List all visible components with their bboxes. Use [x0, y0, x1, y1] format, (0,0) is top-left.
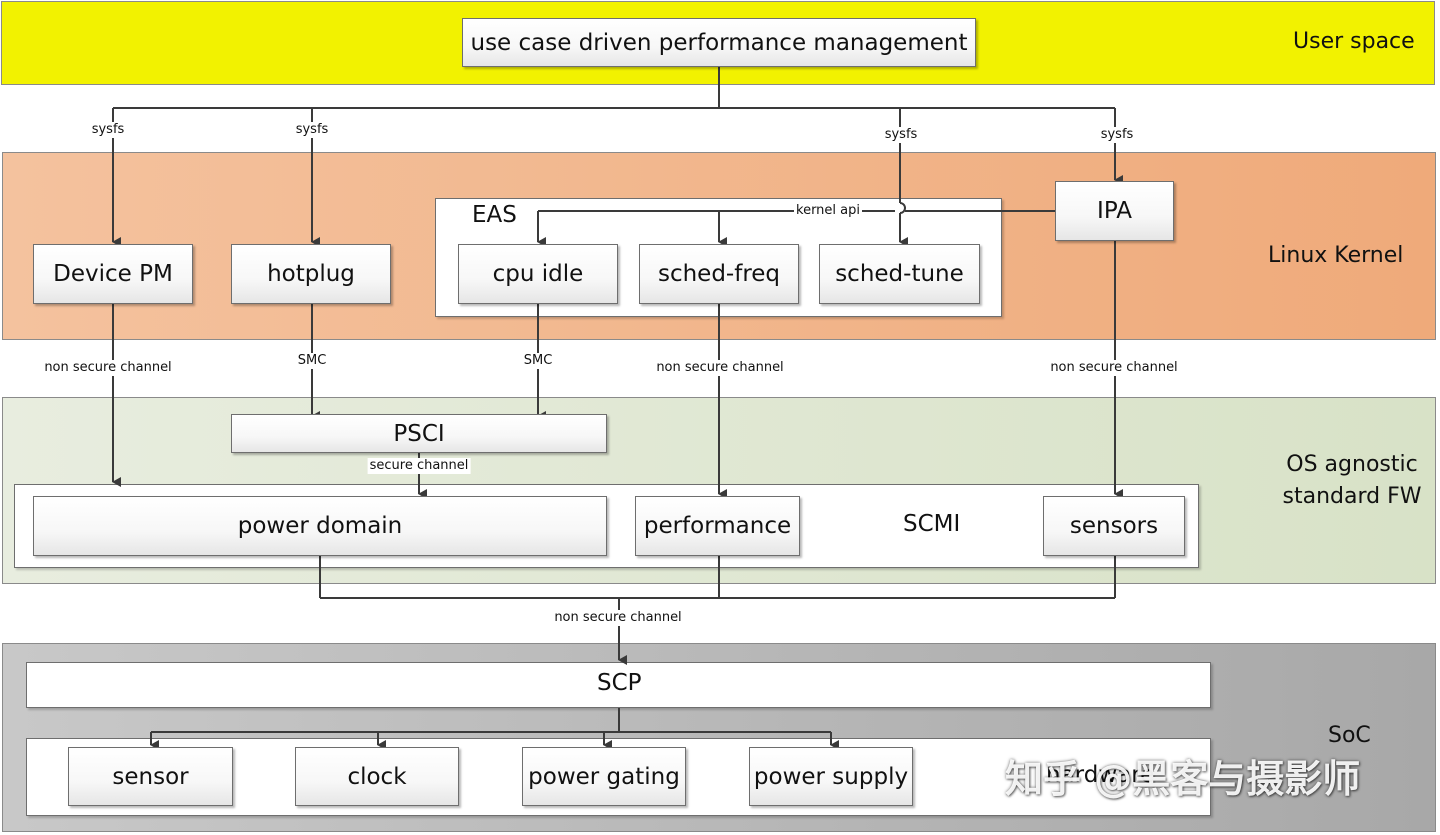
clock-box: clock	[295, 747, 459, 806]
sysfs-label: sysfs	[1098, 127, 1136, 143]
watermark: 知乎 @黑客与摄影师	[1005, 757, 1361, 801]
sysfs-label: sysfs	[89, 122, 127, 138]
kernel-api-label: kernel api	[794, 203, 862, 219]
power-domain-box: power domain	[33, 496, 607, 556]
cpu-idle-box: cpu idle	[458, 244, 618, 304]
non-secure-channel-label: non secure channel	[1048, 360, 1180, 376]
scp-box	[26, 662, 1211, 708]
hotplug-box: hotplug	[231, 244, 391, 304]
soc-label: SoC	[1328, 723, 1371, 748]
sysfs-label: sysfs	[882, 127, 920, 143]
os-agnostic-label: OS agnostic standard FW	[1282, 452, 1422, 509]
sched-tune-box: sched-tune	[819, 244, 980, 304]
sysfs-label: sysfs	[293, 122, 331, 138]
hardware-label: hardware	[1046, 762, 1155, 788]
sensor-box: sensor	[68, 747, 233, 806]
scp-label: SCP	[597, 670, 642, 696]
secure-channel-label: secure channel	[367, 458, 471, 474]
smc-label: SMC	[295, 353, 329, 369]
sensors-box: sensors	[1043, 496, 1185, 556]
psci-box: PSCI	[231, 414, 607, 453]
eas-label: EAS	[472, 202, 517, 228]
performance-box: performance	[635, 496, 800, 556]
scmi-label: SCMI	[903, 511, 961, 537]
smc-label: SMC	[521, 353, 555, 369]
non-secure-channel-label: non secure channel	[42, 360, 174, 376]
device-pm-box: Device PM	[33, 244, 193, 304]
non-secure-channel-label: non secure channel	[654, 360, 786, 376]
user-space-label: User space	[1293, 29, 1415, 54]
power-gating-box: power gating	[522, 747, 686, 806]
ipa-box: IPA	[1055, 181, 1174, 241]
sched-freq-box: sched-freq	[639, 244, 799, 304]
non-secure-channel-label: non secure channel	[552, 610, 684, 626]
use-case-box: use case driven performance management	[462, 18, 976, 67]
linux-kernel-label: Linux Kernel	[1268, 243, 1404, 268]
power-supply-box: power supply	[749, 747, 913, 806]
